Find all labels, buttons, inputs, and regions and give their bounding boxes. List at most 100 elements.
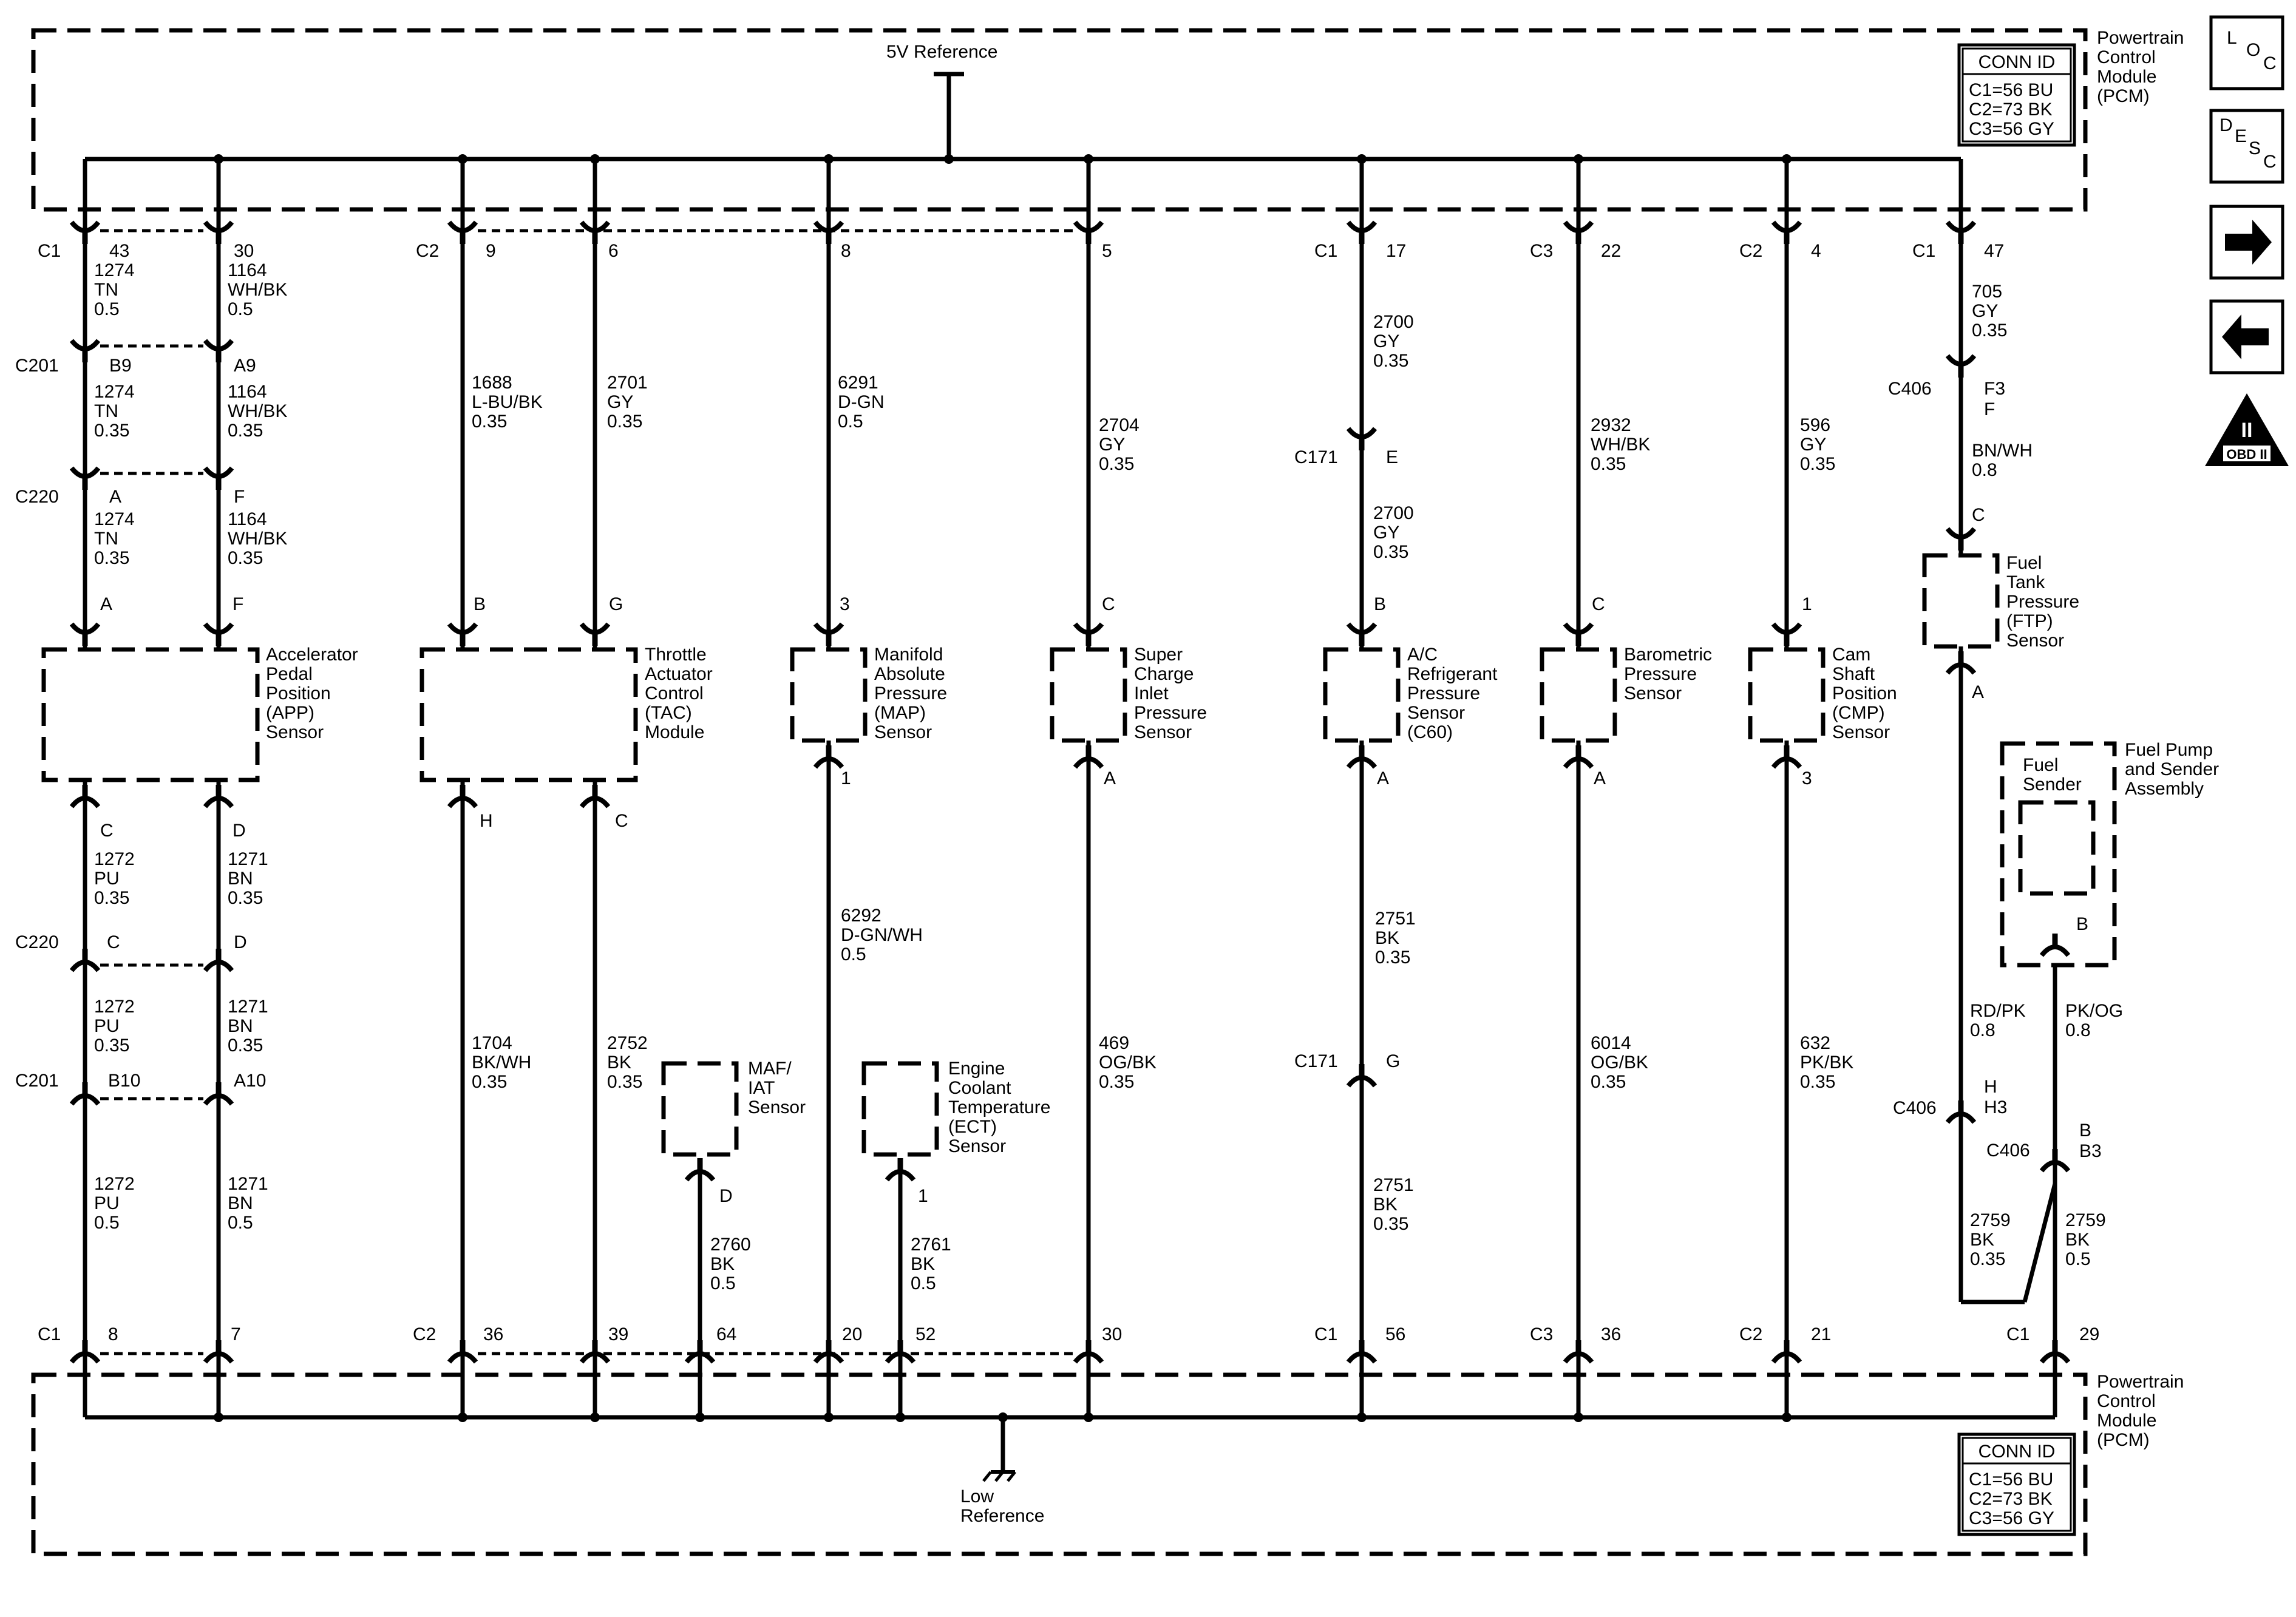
label-text: 0.35 <box>94 548 129 568</box>
label-text: 0.35 <box>228 548 263 568</box>
bot-pin: 36 <box>483 1324 503 1344</box>
pin: D <box>233 821 246 841</box>
label-text: Sensor <box>1832 722 1890 742</box>
label-text: 0.35 <box>94 421 129 441</box>
label-text: 2752 <box>607 1033 648 1053</box>
pin: 3 <box>840 594 850 614</box>
top-pin: 43 <box>109 241 129 261</box>
label-text: 0.35 <box>1373 351 1408 371</box>
pcm-name-1: Powertrain <box>2097 28 2184 48</box>
arrow-right-icon[interactable] <box>2209 205 2284 280</box>
low-ref-label-2: Reference <box>960 1506 1044 1526</box>
label-text: GY <box>607 392 633 412</box>
arrow-left-icon[interactable] <box>2209 299 2284 375</box>
obd-ii-icon[interactable]: II OBD II <box>2205 393 2289 466</box>
label-text: BK <box>607 1053 631 1073</box>
label-text: Shaft <box>1832 664 1875 684</box>
pcm-bottom-connectors <box>72 1340 2068 1362</box>
loc-icon[interactable]: L O C <box>2209 15 2284 90</box>
conn-id-table-top: CONN ID C1=56 BU C2=73 BK C3=56 GY <box>1957 43 2076 147</box>
label-text: BK <box>1373 1195 1398 1215</box>
label-text: PK/OG <box>2065 1001 2123 1021</box>
label-text: 0.35 <box>1972 320 2007 341</box>
label-text: Control <box>645 683 704 703</box>
component-boxes <box>41 553 2117 1157</box>
c220a-label: C220 <box>15 487 59 507</box>
label-text: 0.35 <box>1375 947 1410 968</box>
label-text: Engine <box>948 1059 1005 1079</box>
label-text: Sensor <box>748 1097 806 1117</box>
pin: 1 <box>1802 594 1812 614</box>
label-text: 1271 <box>228 849 268 869</box>
label-text: Pressure <box>1134 703 1207 723</box>
label-text: BN <box>228 1193 253 1213</box>
label-text: 0.35 <box>94 1036 129 1056</box>
label-text: PK/BK <box>1800 1053 1853 1073</box>
label-text: 0.35 <box>607 412 642 432</box>
conn-id-c3: C3=56 GY <box>1969 119 2054 139</box>
c220b-label: C220 <box>15 932 59 952</box>
top-pin: 6 <box>608 241 619 261</box>
bot-pin: 7 <box>231 1324 241 1344</box>
conn-id-c1: C1=56 BU <box>1969 80 2053 100</box>
maf-sensor-label: MAF/IAT Sensor <box>748 1059 806 1117</box>
svg-text:E: E <box>2235 126 2247 146</box>
label-text: 0.8 <box>1970 1020 1995 1040</box>
pin: A <box>1972 682 1984 702</box>
label-text: OG/BK <box>1099 1053 1156 1073</box>
pin: C <box>1102 594 1115 614</box>
label-text: Pressure <box>1624 664 1697 684</box>
pcm-top-label: Powertrain Control Module (PCM) <box>2097 28 2184 106</box>
c201a-label: C201 <box>15 356 59 376</box>
c406c-label: C406 <box>1986 1141 2030 1161</box>
desc-icon[interactable]: D E S C <box>2209 109 2284 184</box>
bot-pin: 20 <box>842 1324 862 1344</box>
c201a-pin: A9 <box>234 356 256 376</box>
bot-pin: 56 <box>1385 1324 1405 1344</box>
sci-sensor-box <box>1050 647 1127 743</box>
label-text: 6014 <box>1591 1033 1631 1053</box>
top-pin: 9 <box>486 241 496 261</box>
label-text: 0.35 <box>607 1072 642 1092</box>
label-text: 1271 <box>228 1174 268 1194</box>
svg-text:O: O <box>2246 40 2260 60</box>
label-text: GY <box>1373 331 1399 351</box>
obd-label: OBD II <box>2226 447 2267 462</box>
top-conn-c1c: C1 <box>1912 241 1935 261</box>
svg-text:D: D <box>2220 115 2233 135</box>
component-pin-labels: A F C D B G H C 3 1 C A B A C A 1 3 C A … <box>100 505 2088 1206</box>
label-text: 0.5 <box>710 1273 736 1293</box>
top-pin: 4 <box>1811 241 1821 261</box>
c201b-label: C201 <box>15 1071 59 1091</box>
c406a-pin: F <box>1984 399 1995 419</box>
label-text: Sensor <box>874 722 932 742</box>
pcm-b-name-1: Powertrain <box>2097 1372 2184 1392</box>
bot-conn-c1c: C1 <box>2006 1324 2029 1344</box>
label-text: (APP) <box>266 703 314 723</box>
label-text: Module <box>645 722 704 742</box>
top-conn-c2b: C2 <box>1739 241 1762 261</box>
label-text: 0.35 <box>228 888 263 908</box>
label-text: L-BU/BK <box>472 392 543 412</box>
ftp-sensor-box <box>1922 553 2000 649</box>
bot-pin: 30 <box>1102 1324 1122 1344</box>
label-text: OG/BK <box>1591 1053 1648 1073</box>
pin: A <box>100 594 112 614</box>
pin: G <box>609 594 623 614</box>
pcm-name-2: Control <box>2097 47 2156 67</box>
label-text: Sender <box>2023 775 2082 795</box>
c406c-pin: B3 <box>2079 1141 2102 1161</box>
c171a-label: C171 <box>1294 447 1338 467</box>
label-text: 0.35 <box>1099 454 1134 474</box>
label-text: Temperature <box>948 1097 1050 1117</box>
label-text: Sensor <box>1134 722 1192 742</box>
c220a-pin: A <box>109 487 121 507</box>
label-text: Tank <box>2006 572 2045 592</box>
label-text: 2704 <box>1099 415 1140 435</box>
label-text: 0.35 <box>1373 542 1408 562</box>
bot-pin: 36 <box>1601 1324 1621 1344</box>
